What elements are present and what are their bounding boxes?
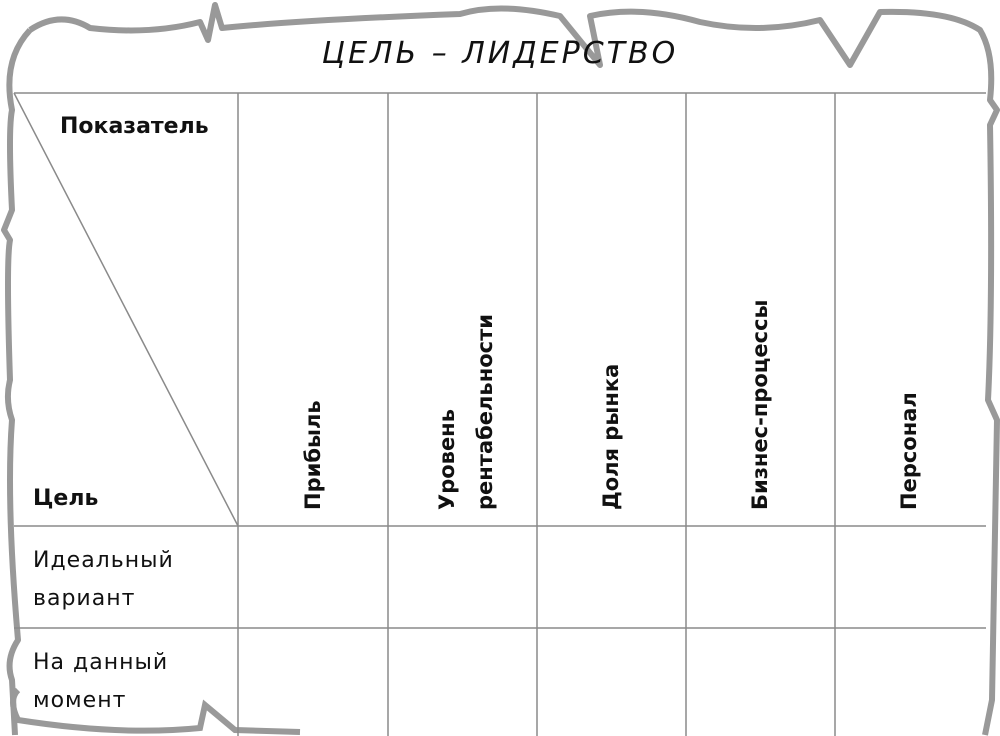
row-label-current: На данный момент [33, 644, 168, 720]
row-label-line: момент [33, 688, 127, 713]
indicator-header: Показатель [60, 114, 209, 139]
column-header-market-share: Доля рынка [599, 363, 623, 510]
column-header-profit: Прибыль [301, 400, 325, 510]
row-label-ideal: Идеальный вариант [33, 542, 174, 618]
column-header-business-processes: Бизнес-процессы [748, 299, 772, 510]
table-grid [13, 92, 986, 736]
column-header-personnel: Персонал [897, 392, 921, 510]
page-title: ЦЕЛЬ – ЛИДЕРСТВО [321, 36, 679, 71]
column-header-profitability-line1: Уровень [435, 409, 459, 510]
goal-header: Цель [33, 486, 99, 511]
row-label-line: На данный [33, 650, 169, 675]
row-label-line: Идеальный [33, 548, 174, 573]
row-label-line: вариант [33, 586, 136, 611]
column-header-profitability-line2: рентабельности [473, 314, 497, 510]
